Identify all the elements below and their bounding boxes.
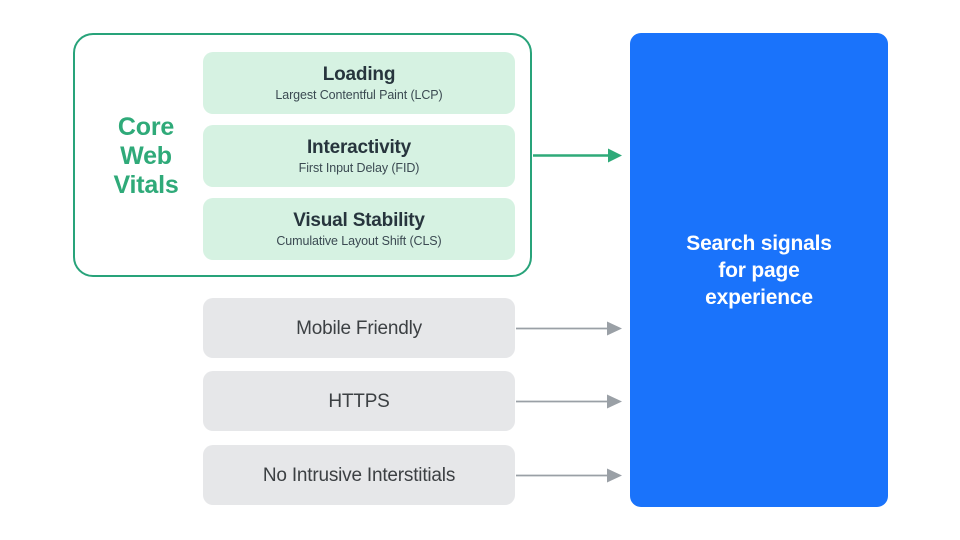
signal-card-no-intrusive-interstitials[interactable]: No Intrusive Interstitials: [203, 445, 515, 505]
signal-label-no-intrusive-interstitials: No Intrusive Interstitials: [262, 464, 456, 486]
search-signals-box[interactable]: Search signals for page experience: [630, 33, 888, 507]
no-intrusive-interstitials-arrow-icon: [516, 468, 622, 483]
metric-card-visual-stability[interactable]: Visual Stability Cumulative Layout Shift…: [203, 198, 515, 260]
search-signals-label: Search signals for page experience: [686, 231, 832, 309]
metric-subtitle-loading: Largest Contentful Paint (LCP): [275, 87, 443, 102]
https-arrow-icon: [516, 394, 622, 409]
metric-card-interactivity[interactable]: Interactivity First Input Delay (FID): [203, 125, 515, 187]
signal-card-mobile-friendly[interactable]: Mobile Friendly: [203, 298, 515, 358]
signal-card-https[interactable]: HTTPS: [203, 371, 515, 431]
signal-label-mobile-friendly: Mobile Friendly: [296, 317, 422, 339]
metric-title-loading: Loading: [322, 63, 396, 85]
core-web-vitals-arrow-icon: [533, 148, 622, 163]
metric-title-visual-stability: Visual Stability: [293, 209, 425, 231]
metric-title-interactivity: Interactivity: [306, 136, 412, 158]
mobile-friendly-arrow-icon: [516, 321, 622, 336]
metric-subtitle-interactivity: First Input Delay (FID): [298, 160, 420, 175]
core-web-vitals-group-label: Core Web Vitals: [113, 113, 179, 199]
signal-label-https: HTTPS: [328, 390, 390, 412]
metric-card-loading[interactable]: Loading Largest Contentful Paint (LCP): [203, 52, 515, 114]
metric-subtitle-visual-stability: Cumulative Layout Shift (CLS): [276, 233, 442, 248]
